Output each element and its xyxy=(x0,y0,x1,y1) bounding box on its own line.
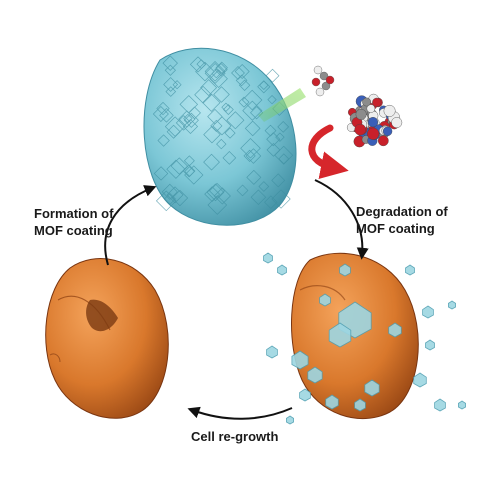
mof-crystal xyxy=(307,366,323,384)
formation-label: Formation of MOF coating xyxy=(34,205,113,239)
mof-crystal xyxy=(388,322,402,338)
mof-coated-cell xyxy=(143,47,297,226)
degradation-line2: MOF coating xyxy=(356,221,435,236)
mof-crystal xyxy=(422,305,434,319)
atom xyxy=(382,126,393,136)
mof-crystal xyxy=(405,264,415,276)
formation-line2: MOF coating xyxy=(34,223,113,238)
formation-line1: Formation of xyxy=(34,206,114,221)
mof-crystal xyxy=(458,400,466,410)
atom xyxy=(354,123,367,136)
mof-crystal xyxy=(434,398,446,412)
mof-crystal xyxy=(328,322,352,348)
mof-crystal xyxy=(325,394,339,410)
mof-crystal xyxy=(266,345,278,359)
regrowth-label: Cell re-growth xyxy=(191,429,279,444)
atom xyxy=(321,81,331,91)
mof-crystal xyxy=(286,415,294,425)
atom xyxy=(367,117,379,128)
atom xyxy=(313,65,323,75)
light-beam xyxy=(258,88,306,122)
atom xyxy=(362,97,371,107)
mof-crystal xyxy=(291,350,309,370)
formation-arrow xyxy=(104,185,157,266)
mof-crystal xyxy=(448,300,456,310)
mof-crystal xyxy=(277,264,287,276)
atom xyxy=(372,97,382,107)
mof-crystal xyxy=(354,398,366,412)
protein-cluster-icon xyxy=(346,93,403,148)
atom xyxy=(366,104,376,113)
bare-cell xyxy=(45,258,169,419)
atom xyxy=(391,117,403,129)
mof-fragments xyxy=(263,252,466,425)
degradation-label: Degradation of MOF coating xyxy=(356,203,448,237)
regrowth-arrow xyxy=(187,406,293,420)
mof-crystal xyxy=(339,263,351,277)
budding-scar xyxy=(86,299,118,332)
atom xyxy=(311,77,321,87)
mof-crystal xyxy=(299,388,311,402)
atom xyxy=(377,135,389,147)
mof-crystal xyxy=(364,379,380,397)
mof-crystal-texture xyxy=(152,55,294,215)
atom xyxy=(319,71,329,81)
atom xyxy=(325,75,335,85)
atom xyxy=(383,104,396,117)
degradation-line1: Degradation of xyxy=(356,204,448,219)
atom xyxy=(355,108,367,120)
small-molecule-icon xyxy=(311,65,335,97)
mof-crystal xyxy=(425,339,435,351)
atom xyxy=(315,87,325,97)
mof-crystal xyxy=(319,293,331,307)
degrading-cell xyxy=(263,252,466,425)
mof-crystal xyxy=(413,372,427,388)
mof-crystal xyxy=(263,252,273,264)
degradation-arrow xyxy=(314,179,369,260)
release-arrow xyxy=(308,124,349,179)
atom xyxy=(367,127,380,140)
